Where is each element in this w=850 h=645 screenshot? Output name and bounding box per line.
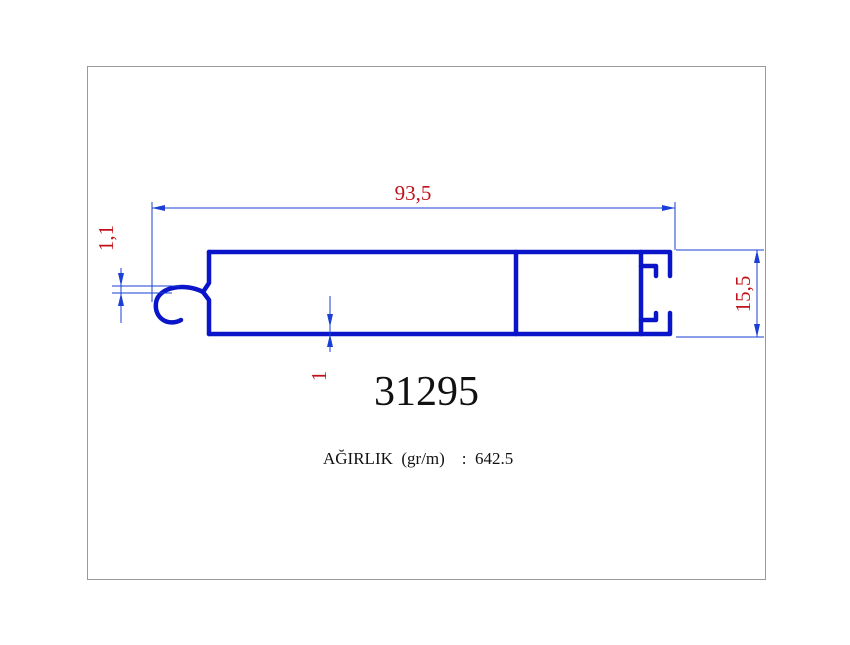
right-channel-lips: [638, 263, 659, 323]
arrowheads: [118, 205, 760, 347]
height-arrow-top: [754, 250, 760, 263]
drawing-frame: [87, 66, 766, 580]
wall-arrow-bottom: [327, 334, 333, 347]
height-arrow-bottom: [754, 324, 760, 337]
hook-thickness-label: 1,1: [94, 225, 118, 251]
wall-thickness-label: 1: [307, 371, 331, 382]
wall-arrow-top: [327, 314, 333, 327]
profile-section: [153, 249, 673, 337]
dimensions: [112, 202, 764, 352]
hook: [153, 284, 206, 325]
profile-code: 31295: [374, 369, 479, 415]
top-wall: [206, 249, 673, 279]
hook-arrow-top: [118, 273, 124, 286]
weight-label: AĞIRLIK (gr/m) : 642.5: [323, 449, 514, 468]
width-arrow-left: [152, 205, 165, 211]
bottom-wall: [206, 310, 673, 337]
hook-arrow-bottom: [118, 293, 124, 306]
height-dimension-label: 15,5: [731, 276, 755, 313]
width-dimension-label: 93,5: [395, 181, 432, 205]
width-arrow-right: [662, 205, 675, 211]
